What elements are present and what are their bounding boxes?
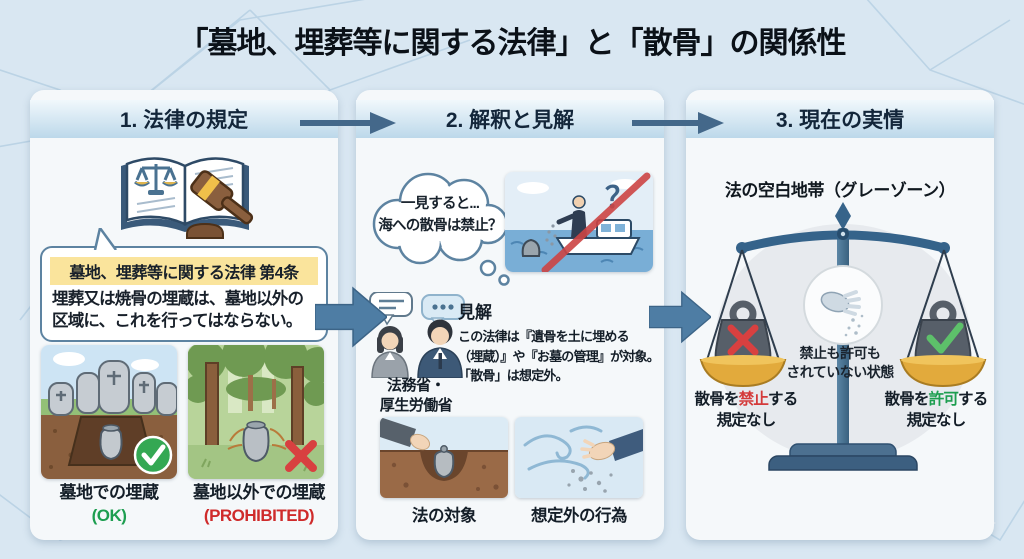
panel2-header: 2. 解釈と見解 xyxy=(356,100,664,138)
no-prohibition-caption: 散骨を禁止する 規定なし xyxy=(694,391,799,429)
panel-legal-provision: 1. 法律の規定 墓地、埋葬等に関する法律 第4条 埋葬又は焼骨の埋蔵 xyxy=(30,90,338,540)
law-article-text-line2: 区域に、これを行ってはならない。 xyxy=(52,311,302,330)
cross-mark-icon xyxy=(285,440,317,472)
cemetery-caption: 墓地での埋蔵 (OK) xyxy=(59,483,160,525)
ministry-officials-icon xyxy=(369,292,465,378)
check-circle-icon xyxy=(133,435,173,475)
panel3-header: 3. 現在の実情 xyxy=(686,100,994,138)
header-arrow-1-to-2-icon xyxy=(300,112,396,134)
sea-scattering-image: ？ xyxy=(505,172,653,272)
no-permission-caption: 散骨を許可する 規定なし xyxy=(884,391,989,429)
cemetery-burial-image xyxy=(41,345,177,479)
forest-caption: 墓地以外での埋蔵 (PROHIBITED) xyxy=(193,483,326,525)
thought-text: 一見すると... 海への散骨は禁止？ xyxy=(378,196,502,234)
panel-current-situation: 3. 現在の実情 法の空白地帯（グレーゾーン） xyxy=(686,90,994,540)
law-bubble-pointer xyxy=(93,228,118,250)
flow-arrow-2-to-3-icon xyxy=(649,290,711,344)
law-book-gavel-icon xyxy=(121,157,254,239)
law-target-caption: 法の対象 xyxy=(412,507,477,525)
thought-bubble-icon xyxy=(372,172,510,286)
law-article-title: 墓地、埋葬等に関する法律 第4条 xyxy=(50,257,318,285)
balance-scale-icon xyxy=(699,202,987,471)
opinion-heading: 見解 xyxy=(458,303,492,322)
ministries-label: 法務省・ 厚生労働省 xyxy=(379,377,453,415)
panel-interpretation: 2. 解釈と見解 一見すると... 海への散骨は禁止？ xyxy=(356,90,664,540)
law-article-callout: 墓地、埋葬等に関する法律 第4条 埋葬又は焼骨の埋蔵は、墓地以外の 区域に、これ… xyxy=(40,246,328,342)
opinion-block: 見解 この法律は『遺骨を土に埋める （埋蔵）』や『お墓の管理』が対象。 「散骨」… xyxy=(458,298,660,386)
forest-burial-image xyxy=(188,345,324,479)
scattering-ashes-image xyxy=(515,417,643,498)
page-title: 「墓地、埋葬等に関する法律」と「散骨」の関係性 xyxy=(178,27,847,60)
grayzone-label: 法の空白地帯（グレーゾーン） xyxy=(724,181,956,200)
header-arrow-2-to-3-icon xyxy=(632,112,724,134)
prohibited-verdict: (PROHIBITED) xyxy=(203,505,315,525)
grayzone-status-note: 禁止も許可も されていない状態 xyxy=(786,345,894,380)
panel1-header: 1. 法律の規定 xyxy=(30,100,338,138)
ok-verdict: (OK) xyxy=(91,505,127,525)
flow-arrow-1-to-2-icon xyxy=(315,286,387,348)
law-article-text-line1: 埋葬又は焼骨の埋蔵は、墓地以外の xyxy=(52,290,304,308)
unanticipated-act-caption: 想定外の行為 xyxy=(531,507,628,525)
burial-in-soil-image xyxy=(380,417,508,498)
